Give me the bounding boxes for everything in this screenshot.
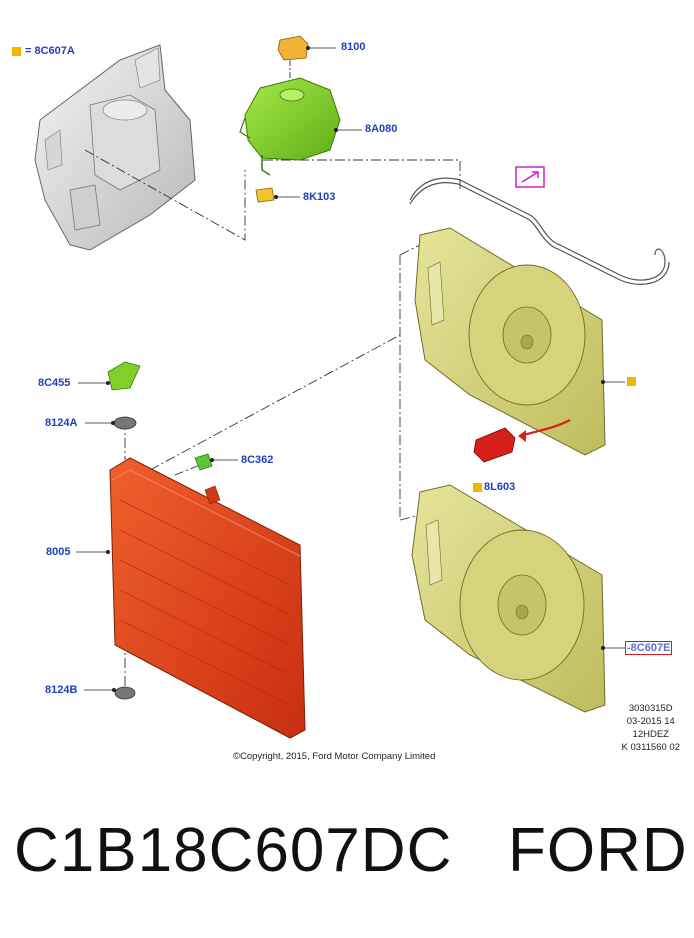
label-8c362: 8C362 <box>241 454 274 466</box>
copyright-text: ©Copyright, 2015, Ford Motor Company Lim… <box>233 751 436 762</box>
label-8c607e-highlighted: -8C607E <box>625 641 673 655</box>
label-8l603: 8L603 <box>484 481 516 493</box>
level-sensor <box>255 187 275 203</box>
legend: = 8C607A <box>12 45 75 57</box>
legend-text: = 8C607A <box>25 45 75 57</box>
expansion-tank <box>239 77 341 176</box>
info-line: 3030315D <box>628 703 673 714</box>
fan-connector <box>473 419 571 463</box>
hose <box>409 177 670 285</box>
part-number-caption: C1B18C607DC <box>14 816 453 885</box>
label-8005: 8005 <box>46 546 71 558</box>
brand-caption: FORD <box>508 816 688 885</box>
label-leaders <box>76 46 625 693</box>
pressure-cap <box>277 35 309 80</box>
callout-marker <box>515 166 545 188</box>
label-8k103: 8K103 <box>303 191 336 203</box>
legend-square-icon <box>12 46 21 56</box>
label-8124a: 8124A <box>45 417 78 429</box>
label-8100: 8100 <box>341 41 366 53</box>
radiator <box>109 457 306 739</box>
drawing-info: 3030315D 03-2015 14 12HDEZ K 0311560 02 <box>622 702 680 754</box>
lower-isolator <box>114 686 136 700</box>
bleed-fitting <box>194 453 213 471</box>
info-line: 03-2015 14 <box>626 716 675 727</box>
info-line: K 0311560 02 <box>621 742 680 753</box>
label-8c455: 8C455 <box>38 377 71 389</box>
body-bracket <box>34 44 196 251</box>
radiator-clip <box>107 361 141 391</box>
fan-shroud-upper <box>414 227 606 456</box>
shroud-upper-marker <box>627 377 636 386</box>
fan-shroud-lower <box>411 484 606 713</box>
upper-isolator <box>113 416 137 430</box>
label-8124b: 8124B <box>45 684 78 696</box>
label-8a080: 8A080 <box>365 123 398 135</box>
connector-marker <box>473 483 482 492</box>
info-line: 12HDEZ <box>632 729 669 740</box>
